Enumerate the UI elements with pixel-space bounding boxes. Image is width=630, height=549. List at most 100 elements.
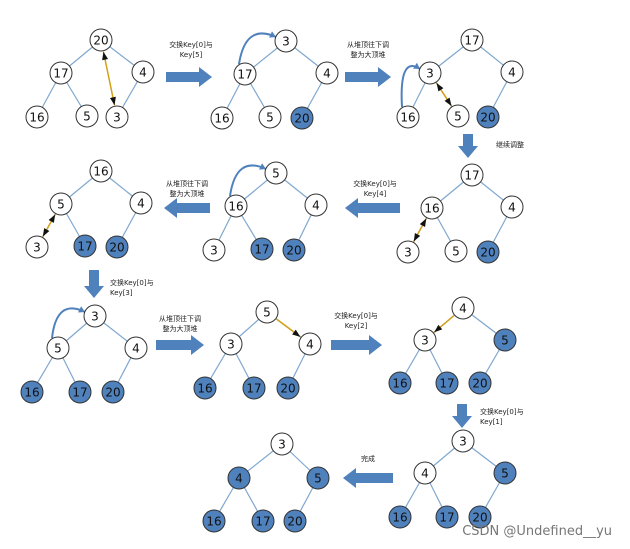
tree-8-node-4-label: 16: [197, 381, 212, 395]
tree-2-node-6: [290, 106, 314, 130]
tree-7-node-1: [83, 304, 107, 328]
tree-5-node-4-label: 3: [210, 243, 218, 257]
tree-3-node-3-label: 4: [508, 65, 516, 79]
tree-9-node-2-label: 3: [421, 333, 429, 347]
tree-1-node-2-label: 17: [53, 66, 68, 80]
tree-9-node-5: [435, 371, 459, 395]
tree-3-node-5-label: 5: [454, 109, 462, 123]
tree-8-node-5: [242, 376, 266, 400]
tree-6-node-2-label: 5: [57, 197, 65, 211]
tree-4-node-4-label: 3: [404, 245, 412, 259]
tree-3-node-1-label: 17: [464, 33, 479, 47]
step-9-arrow: [452, 404, 472, 428]
tree-11-node-1-label: 3: [278, 437, 286, 451]
tree-7-node-6: [101, 380, 125, 404]
tree-11-node-5-label: 17: [255, 514, 270, 528]
tree-1-node-1: [89, 28, 113, 52]
tree-4-node-3: [500, 195, 524, 219]
tree-2-node-3-label: 4: [323, 66, 331, 80]
tree-10-node-6: [468, 505, 492, 529]
tree-6-node-4-label: 3: [33, 240, 41, 254]
tree-11-node-3-label: 5: [314, 471, 322, 485]
step-6-caption-line-1: 交换Key[0]与: [110, 278, 154, 287]
step-8-caption-line-1: 交换Key[0]与: [334, 311, 378, 320]
tree-11-node-6-label: 20: [287, 514, 302, 528]
step-1-arrow: [166, 67, 212, 87]
tree-3-node-6-label: 20: [480, 110, 495, 124]
tree-3-node-3: [500, 60, 524, 84]
tree-11-node-6: [283, 509, 307, 533]
tree-5-node-1-label: 5: [272, 166, 280, 180]
tree-1-swap-line: [102, 51, 116, 106]
step-10-arrow: [343, 468, 393, 488]
watermark: CSDN @Undefined__yu: [462, 524, 612, 539]
tree-5-node-6: [282, 238, 306, 262]
step-1-caption-line-1: 交换Key[0]与: [169, 40, 213, 49]
tree-4-swap-arrowhead-start: [419, 218, 427, 227]
tree-5-node-5: [250, 237, 274, 261]
tree-1-node-3-label: 4: [139, 65, 147, 79]
tree-6-node-3: [129, 191, 153, 215]
tree-3-node-5: [446, 104, 470, 128]
tree-3-node-2-label: 3: [426, 66, 434, 80]
tree-11-node-2-label: 4: [235, 471, 243, 485]
tree-4-node-6: [476, 240, 500, 264]
tree-2-node-6-label: 20: [294, 111, 309, 125]
tree-3-node-4: [396, 105, 420, 129]
step-5-caption-line-2: 整为大顶堆: [170, 189, 205, 198]
tree-8-node-6: [276, 376, 300, 400]
step-7-arrow: [156, 335, 204, 355]
tree-5-node-5-label: 17: [254, 242, 269, 256]
step-3-caption-line-1: 继续调整: [496, 140, 524, 149]
tree-4-node-1: [460, 163, 484, 187]
tree-2-node-5-label: 5: [266, 110, 274, 124]
tree-5-node-2-label: 16: [228, 199, 243, 213]
tree-9-node-5-label: 17: [439, 376, 454, 390]
tree-1-node-3: [131, 60, 155, 84]
tree-4-swap-arrowhead-end: [413, 233, 421, 242]
tree-3-move-curve: [400, 65, 421, 108]
tree-5-node-2: [224, 194, 248, 218]
tree-6-node-1-label: 16: [93, 164, 108, 178]
tree-2-node-2: [233, 62, 257, 86]
tree-8-node-6-label: 20: [280, 381, 295, 395]
tree-7-node-4-label: 16: [24, 385, 39, 399]
tree-8-node-3: [298, 332, 322, 356]
tree-10-node-1-label: 3: [459, 434, 467, 448]
tree-4-node-6-label: 20: [480, 245, 495, 259]
tree-8-node-2-label: 3: [227, 337, 235, 351]
step-3-arrow: [458, 134, 478, 158]
tree-9-node-3: [493, 328, 517, 352]
step-4-caption-line-2: Key[4]: [364, 190, 387, 198]
tree-7-node-5-label: 17: [72, 385, 87, 399]
step-7-caption-line-2: 整为大顶堆: [163, 324, 198, 333]
tree-7-move-curve-head: [78, 306, 85, 313]
tree-1-node-6: [105, 105, 129, 129]
tree-10-node-4: [388, 505, 412, 529]
tree-8-node-1: [255, 300, 279, 324]
tree-10-node-3-label: 5: [501, 466, 509, 480]
tree-3-node-2: [418, 61, 442, 85]
step-5-arrow: [164, 198, 210, 218]
step-2-caption-line-1: 从堆顶往下调: [347, 40, 389, 49]
tree-9-swap-arrowhead-end: [434, 324, 443, 333]
step-8-caption-line-2: Key[2]: [345, 322, 368, 330]
tree-1-node-5: [75, 104, 99, 128]
tree-6-swap-arrowhead-end: [42, 228, 50, 237]
step-2-caption-line-2: 整为大顶堆: [351, 50, 386, 59]
tree-8-node-5-label: 17: [246, 381, 261, 395]
tree-10-node-4-label: 16: [392, 510, 407, 524]
tree-8-swap-arrowhead-end: [292, 329, 301, 337]
tree-4-node-2: [420, 196, 444, 220]
tree-2-move-curve-head: [269, 31, 276, 38]
tree-9-node-4: [388, 371, 412, 395]
step-2-arrow: [345, 67, 391, 87]
tree-6-node-5: [73, 234, 97, 258]
step-4-caption-line-1: 交换Key[0]与: [353, 179, 397, 188]
tree-4-node-2-label: 16: [424, 201, 439, 215]
tree-6-node-1: [89, 159, 113, 183]
tree-7-node-4: [20, 380, 44, 404]
step-7-caption-line-1: 从堆顶往下调: [159, 314, 201, 323]
tree-6-node-2: [49, 192, 73, 216]
